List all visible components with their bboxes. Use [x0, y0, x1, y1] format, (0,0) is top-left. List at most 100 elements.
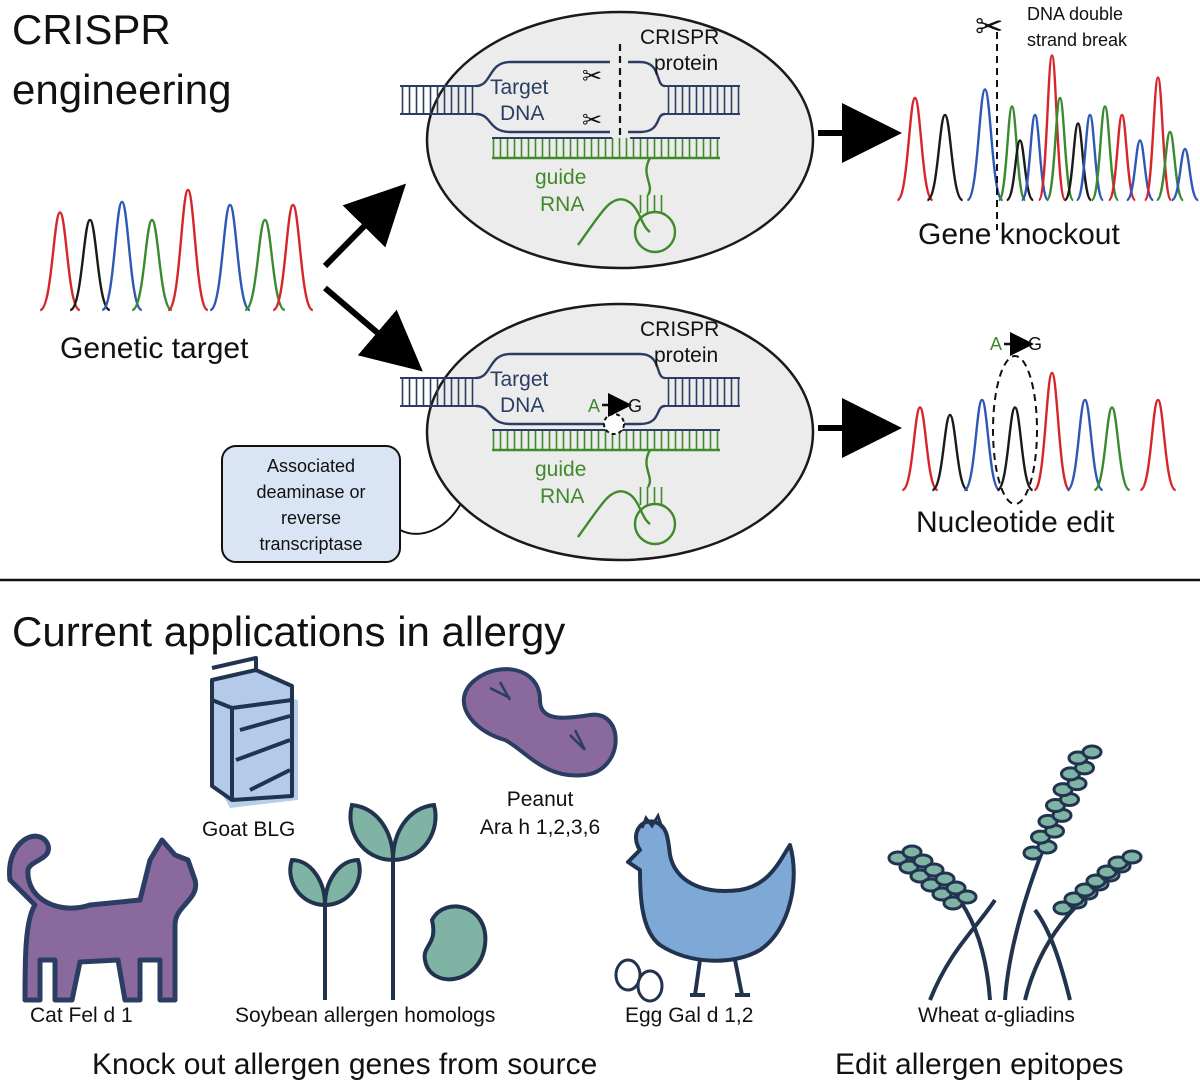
soybean-label: Soybean allergen homologs	[235, 1004, 495, 1027]
dna-left-arm	[400, 86, 476, 114]
peanut-label: Peanut	[507, 788, 574, 811]
enzyme-label: Associated	[267, 456, 355, 476]
trace-peak	[1037, 54, 1067, 202]
goat-label: Goat BLG	[202, 818, 295, 841]
wheat-grain	[901, 844, 923, 860]
knockout-cell: ✂ ✂ Target DNA CRISPR protein guide RNA	[400, 10, 815, 270]
trace-peak	[1143, 76, 1173, 202]
edit-cell: A G Target DNA CRISPR protein guide RNA	[400, 302, 815, 562]
dna-right-arm	[665, 86, 740, 114]
trace-peak	[1155, 130, 1185, 202]
target-dna-label: DNA	[500, 102, 544, 125]
wheat-grain	[1121, 849, 1143, 865]
trace-peak	[996, 406, 1034, 492]
guide-rna-label: RNA	[540, 485, 584, 508]
trace-peak	[1107, 113, 1137, 202]
cat-icon	[7, 833, 199, 1003]
genetic-target-chromatogram	[39, 188, 314, 312]
enzyme-label: deaminase or	[256, 482, 365, 502]
applications-title: Current applications in allergy	[12, 608, 565, 655]
trace-peak	[1033, 371, 1071, 492]
trace-peak	[1005, 139, 1035, 202]
wheat-grain	[956, 889, 978, 905]
soybean-sprout-icon	[288, 802, 488, 1000]
trace-peak	[966, 88, 1004, 202]
trace-peak	[1170, 147, 1200, 202]
trace-peak	[272, 203, 314, 312]
trace-peak	[926, 113, 964, 202]
edit-highlight-ellipse	[992, 355, 1038, 505]
trace-peak	[997, 105, 1027, 202]
edit-from-label: A	[990, 334, 1002, 354]
milk-carton-icon	[210, 656, 298, 808]
edit-to-label: G	[1028, 334, 1042, 354]
edit-to-label: G	[628, 396, 642, 416]
genetic-target-label: Genetic target	[60, 332, 249, 365]
crispr-protein-label: CRISPR	[640, 318, 719, 341]
target-dna-label: DNA	[500, 394, 544, 417]
wheat-label: Wheat α-gliadins	[918, 1004, 1075, 1027]
egg-label: Egg Gal d 1,2	[625, 1004, 753, 1027]
crispr-protein-label: CRISPR	[640, 26, 719, 49]
enzyme-connector	[399, 504, 461, 535]
title-engineering: engineering	[12, 66, 232, 113]
enzyme-label: reverse	[281, 508, 341, 528]
gene-knockout-label: Gene knockout	[918, 218, 1120, 251]
enzyme-box	[221, 445, 401, 563]
caption-knockout: Knock out allergen genes from source	[92, 1048, 597, 1081]
wheat-grain	[1081, 744, 1103, 760]
guide-rna-label: guide	[535, 166, 586, 189]
arrow-to-edit	[323, 285, 423, 372]
peanut-icon	[461, 667, 618, 778]
trace-peak	[167, 188, 209, 312]
caption-edit-epitopes: Edit allergen epitopes	[835, 1048, 1124, 1081]
trace-peak	[39, 211, 81, 312]
break-label: strand break	[1027, 30, 1128, 50]
enzyme-label: transcriptase	[259, 534, 362, 554]
edit-site-circle	[603, 413, 625, 435]
target-dna-label: Target	[490, 76, 549, 99]
trace-peak	[896, 96, 934, 202]
wheat-icon	[887, 744, 1143, 1001]
guide-rna-label: guide	[535, 458, 586, 481]
trace-peak	[1063, 122, 1093, 202]
trace-peak	[1090, 105, 1120, 202]
trace-peak	[244, 218, 286, 312]
scissors-icon: ✂	[582, 107, 602, 134]
trace-peak	[131, 218, 173, 312]
guide-rna-label: RNA	[540, 193, 584, 216]
trace-peak	[101, 200, 143, 312]
wheat-grain	[945, 880, 967, 896]
crispr-protein-label: protein	[654, 52, 718, 75]
cat-label: Cat Fel d 1	[30, 1004, 133, 1027]
edit-from-label: A	[588, 396, 600, 416]
trace-peak	[1139, 398, 1177, 492]
scissors-icon: ✂	[975, 8, 1004, 46]
nucleotide-edit-label: Nucleotide edit	[916, 506, 1115, 539]
trace-peak	[1066, 398, 1104, 492]
guide-pairing	[492, 138, 720, 158]
scissors-icon: ✂	[582, 63, 602, 90]
guide-rna-tail	[577, 198, 651, 246]
chicken-icon	[626, 812, 796, 997]
crispr-protein-label: protein	[654, 344, 718, 367]
target-dna-label: Target	[490, 368, 549, 391]
wheat-grain	[934, 871, 956, 887]
trace-peak	[1093, 406, 1131, 492]
break-label: DNA double	[1027, 4, 1123, 24]
edit-chromatogram	[901, 371, 1177, 492]
trace-peak	[901, 406, 939, 492]
wheat-grain	[923, 862, 945, 878]
peanut-allergen-label: Ara h 1,2,3,6	[480, 816, 600, 839]
trace-peak	[69, 218, 111, 312]
knockout-chromatogram	[896, 54, 1200, 202]
trace-peak	[963, 398, 1001, 492]
trace-peak	[209, 203, 251, 312]
trace-peak	[931, 413, 969, 492]
egg-icon	[614, 958, 664, 1003]
arrow-to-knockout	[322, 183, 407, 269]
title-crispr: CRISPR	[12, 6, 171, 53]
trace-peak	[1045, 96, 1075, 202]
wheat-grain	[912, 853, 934, 869]
